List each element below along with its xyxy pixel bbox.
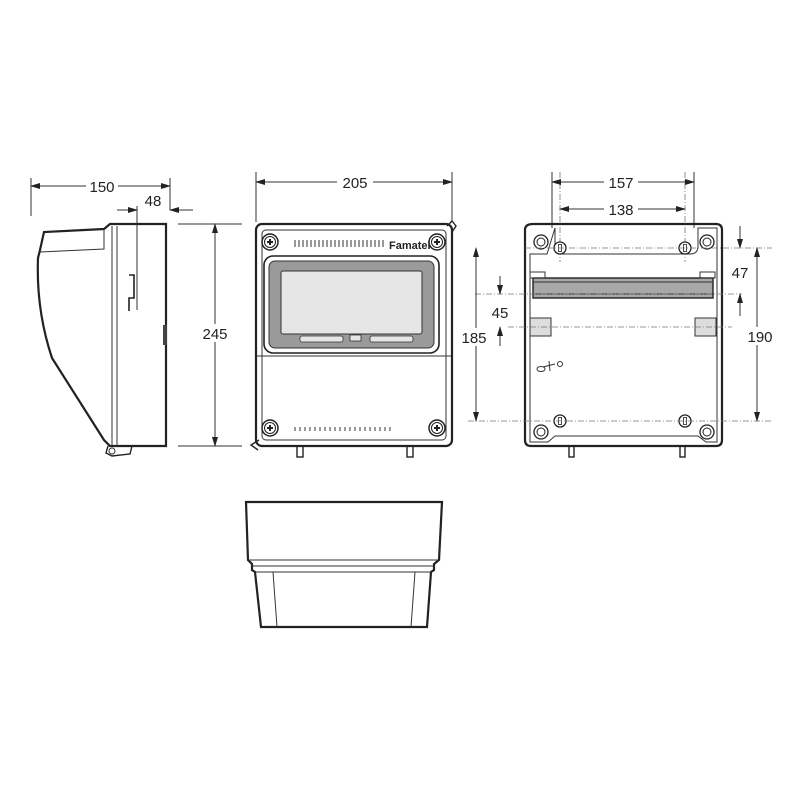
- side-clip: [163, 325, 167, 345]
- mounting-hole-icon: [533, 424, 549, 440]
- rail-top-offset-label: 47: [732, 265, 749, 282]
- screw-icon: [261, 419, 279, 437]
- height-label: 245: [202, 326, 227, 343]
- side-view: 150 48 245: [30, 176, 242, 457]
- mounting-hole-icon: [533, 234, 549, 250]
- vent-slots-top: [294, 240, 384, 247]
- hole-vertical-inner-label: 185: [461, 330, 486, 347]
- ground-symbol: [542, 360, 556, 372]
- side-profile: [36, 222, 168, 448]
- din-rail: [532, 277, 714, 299]
- mounting-hole-icon: [699, 424, 715, 440]
- front-view: 205 Famatel: [249, 172, 457, 458]
- bottom-view: [244, 500, 444, 629]
- hole-vertical-outer-label: 190: [747, 329, 772, 346]
- din-rail-profile: [128, 274, 135, 311]
- mounting-hole-icon: [699, 234, 715, 250]
- brand-logo: Famatel: [389, 240, 431, 252]
- depth-label: 150: [89, 179, 114, 196]
- screw-icon: [261, 233, 279, 251]
- back-plate: [523, 222, 724, 448]
- back-view: 157 138 47 190 185 45: [458, 172, 778, 458]
- rail-offset-label: 48: [145, 193, 162, 210]
- width-label: 205: [342, 175, 367, 192]
- rail-to-clip-label: 45: [492, 305, 509, 322]
- screw-icon: [428, 233, 446, 251]
- front-cover: [254, 222, 454, 448]
- meter-window: [263, 255, 440, 354]
- hole-spacing-inner-label: 138: [608, 202, 633, 219]
- screw-icon: [428, 419, 446, 437]
- hole-spacing-outer-label: 157: [608, 175, 633, 192]
- vent-slots-bottom: [294, 427, 391, 431]
